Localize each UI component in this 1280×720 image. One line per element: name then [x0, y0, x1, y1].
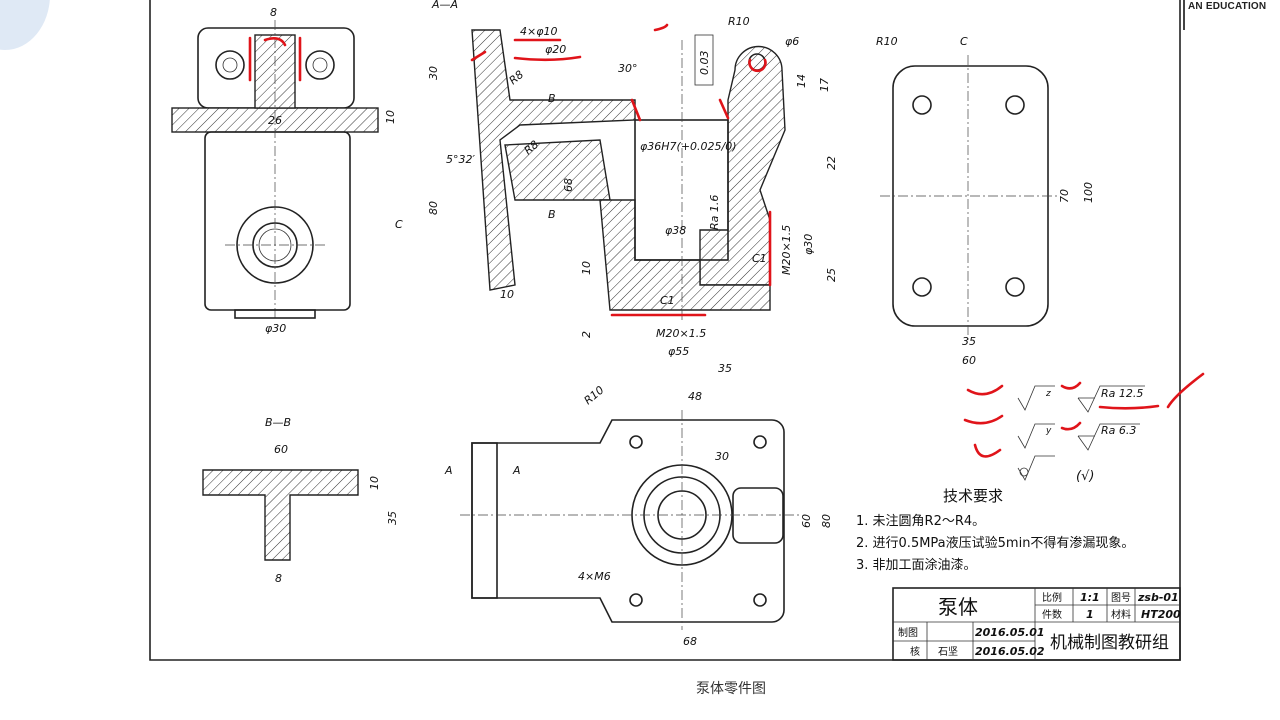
drawn-date: 2016.05.01: [975, 626, 1045, 639]
section-view-aa: A—A 4×φ10 φ20 R10 φ6 0.03 30° R8 R8 5°32…: [427, 0, 838, 375]
dim-label: R10: [876, 35, 898, 48]
tech-requirement-item: 2. 进行0.5MPa液压试验5min不得有渗漏现象。: [856, 535, 1134, 551]
organization: 机械制图教研组: [1050, 633, 1169, 653]
view-arrow-label: A: [444, 464, 453, 477]
dim-label: M20×1.5: [780, 225, 793, 275]
front-view: 8 26 10 φ30 C: [171, 6, 403, 335]
checked-label: 核: [910, 645, 920, 658]
view-label: C: [960, 35, 968, 48]
view-arrow-label: B: [548, 92, 556, 105]
roughness-symbol: z: [1045, 389, 1051, 399]
dim-label: 22: [825, 156, 838, 170]
dim-label: 68: [683, 635, 697, 648]
dim-label: 60: [274, 443, 288, 456]
dim-label: 2: [580, 331, 593, 338]
qty-label: 件数: [1042, 608, 1062, 621]
roughness-value: Ra 12.5: [1101, 387, 1143, 400]
dim-label: 60: [962, 354, 976, 367]
dim-label: φ6: [785, 35, 799, 48]
dim-label: 68: [562, 178, 575, 192]
material-label: 材料: [1111, 608, 1131, 621]
dim-label: φ30: [802, 234, 815, 255]
dim-label: 35: [718, 362, 732, 375]
dim-label: 17: [818, 78, 831, 92]
dim-label: C1: [752, 252, 767, 265]
dim-label: 0.03: [698, 51, 711, 76]
technical-requirements: 技术要求 1. 未注圆角R2～R4。 2. 进行0.5MPa液压试验5min不得…: [856, 487, 1134, 573]
dim-label: 30°: [618, 62, 638, 75]
part-name: 泵体: [938, 595, 978, 619]
surface-roughness-legend: z Ra 12.5 y Ra 6.3 (√): [963, 372, 1205, 484]
dim-label: 35: [386, 511, 399, 525]
dim-label: 30: [427, 66, 440, 80]
dim-label: φ20: [545, 43, 566, 56]
dim-label: 60: [800, 514, 813, 528]
drawing-no: zsb-01: [1137, 591, 1179, 604]
figure-caption: 泵体零件图: [696, 681, 766, 697]
right-view: C R10 70 100 35 60: [876, 35, 1095, 367]
dim-label: 80: [820, 514, 833, 528]
dim-label: 8: [270, 6, 277, 19]
drawing-frame: [149, 0, 1181, 661]
checked-by: 石坚: [938, 646, 958, 658]
scale-value: 1:1: [1080, 591, 1100, 604]
dim-label: φ30: [265, 322, 286, 335]
dim-label: 5°32′: [446, 153, 475, 166]
tech-requirement-item: 1. 未注圆角R2～R4。: [856, 514, 985, 529]
title-block: 泵体 比例 1:1 图号 zsb-01 件数 1 材料 HT200 制图 201…: [892, 587, 1181, 661]
dim-label: 25: [825, 268, 838, 282]
dim-label: φ36H7(+0.025/0): [640, 140, 737, 153]
dim-label: 30: [715, 450, 729, 463]
dim-label: 80: [427, 201, 440, 215]
view-arrow-label: C: [395, 218, 403, 231]
view-arrow-label: A: [512, 464, 521, 477]
dim-label: C1: [660, 294, 675, 307]
dim-label: 10: [384, 110, 397, 124]
drawn-label: 制图: [898, 626, 918, 639]
dim-label: 10: [580, 261, 593, 275]
divider: [1183, 0, 1185, 30]
dim-label: 14: [795, 74, 808, 88]
section-view-bb: B—B 60 10 35 8: [202, 416, 399, 585]
dim-label: 48: [688, 390, 702, 403]
dim-label: 26: [268, 114, 282, 127]
dim-label: 4×φ10: [520, 25, 557, 38]
roughness-value: Ra 6.3: [1101, 424, 1136, 437]
dim-label: φ38: [665, 224, 686, 237]
scale-label: 比例: [1042, 591, 1062, 604]
dim-label: R10: [728, 15, 750, 28]
dim-label: 35: [962, 335, 976, 348]
roughness-value: (√): [1076, 469, 1094, 484]
material-value: HT200: [1141, 608, 1181, 621]
qty-value: 1: [1086, 608, 1094, 621]
dim-label: 8: [275, 572, 282, 585]
dim-label: M20×1.5: [656, 327, 706, 340]
dim-label: 10: [500, 288, 514, 301]
tech-requirement-item: 3. 非加工面涂油漆。: [856, 557, 977, 573]
view-arrow-label: B: [548, 208, 556, 221]
dim-label: φ55: [668, 345, 689, 358]
dim-label: 70: [1058, 189, 1071, 203]
dim-label: Ra 1.6: [708, 195, 721, 230]
dim-label: R8: [507, 68, 527, 87]
drawing-no-label: 图号: [1111, 592, 1131, 604]
dim-label: 4×M6: [578, 570, 611, 583]
dim-label: 10: [368, 476, 381, 490]
section-label: A—A: [431, 0, 458, 11]
checked-date: 2016.05.02: [975, 645, 1045, 658]
dim-label: R10: [582, 383, 607, 407]
section-label: B—B: [265, 416, 291, 429]
top-view: A A R10 48 30 60 80 4×M6 68: [444, 383, 833, 648]
brand-text: AN EDUCATION: [1188, 1, 1267, 12]
tech-requirements-title: 技术要求: [943, 487, 1003, 505]
dim-label: 100: [1082, 182, 1095, 203]
roughness-symbol: y: [1045, 426, 1052, 436]
